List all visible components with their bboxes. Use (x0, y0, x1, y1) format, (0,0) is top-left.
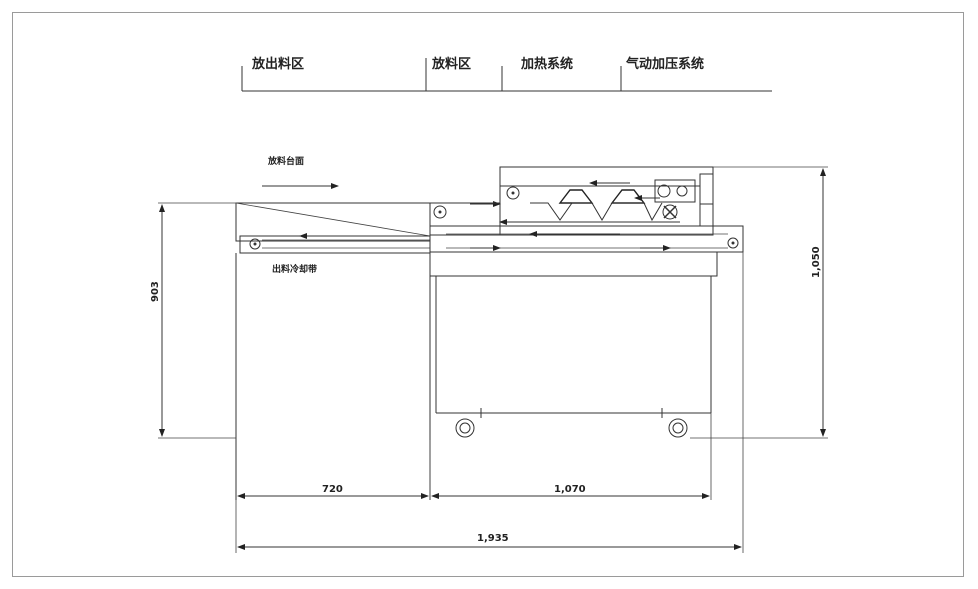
drawing-frame (12, 12, 964, 577)
feed-table-label: 放料台面 (267, 155, 304, 167)
dim-label-1050: 1,050 (811, 246, 822, 278)
dim-label-1070: 1,070 (554, 484, 586, 495)
caster-hub-right (672, 422, 684, 434)
zone-label-feed: 放料区 (431, 56, 471, 72)
heater-block-1 (558, 189, 594, 204)
pressure-roller (662, 204, 678, 220)
upper-roller (506, 186, 520, 200)
press-module-side (699, 173, 714, 205)
caster-wheel-right (668, 418, 688, 438)
pneumatic-gear-2 (676, 185, 688, 197)
cooling-belt-frame (239, 235, 431, 254)
dim-label-1935: 1,935 (477, 533, 509, 544)
press-module-housing (499, 166, 714, 236)
zone-label-heating: 加热系统 (520, 56, 573, 72)
extension-lines (158, 166, 828, 553)
dim-label-720: 720 (322, 484, 343, 495)
feed-roller-hub (438, 210, 442, 214)
feed-roller (433, 205, 447, 219)
feed-slope (235, 202, 431, 237)
base-top-rail (429, 251, 718, 277)
caster-hub-left (459, 422, 471, 434)
cooling-belt-label: 出料冷却带 (272, 263, 317, 275)
cooling-belt-top (235, 202, 431, 242)
main-machine-body (299, 166, 744, 438)
conveyor-roller-right-hub (731, 241, 735, 245)
upper-roller-hub (511, 191, 515, 195)
conveyor-roller-right (727, 237, 739, 249)
pneumatic-cylinder (654, 179, 696, 203)
pressure-roller-cross (663, 205, 677, 219)
belt-path-upper (530, 202, 663, 222)
feed-bed-left (429, 202, 501, 236)
dim-label-903: 903 (150, 281, 161, 302)
pneumatic-gear-1 (657, 184, 671, 198)
heater-block-2 (610, 189, 646, 204)
zone-label-discharge: 放出料区 (251, 56, 304, 72)
belt-roller-left-hub (253, 242, 257, 246)
zone-label-pneumatic: 气动加压系统 (626, 56, 704, 72)
dimension-lines: 720 1,070 1,935 903 1,050 (150, 168, 826, 550)
belt-roller-left (249, 238, 261, 250)
cooling-belt-unit: 出料冷却带 (235, 202, 431, 500)
caster-wheel-left (455, 418, 475, 438)
zone-header: 放出料区 放料区 加热系统 气动加压系统 (241, 56, 772, 92)
